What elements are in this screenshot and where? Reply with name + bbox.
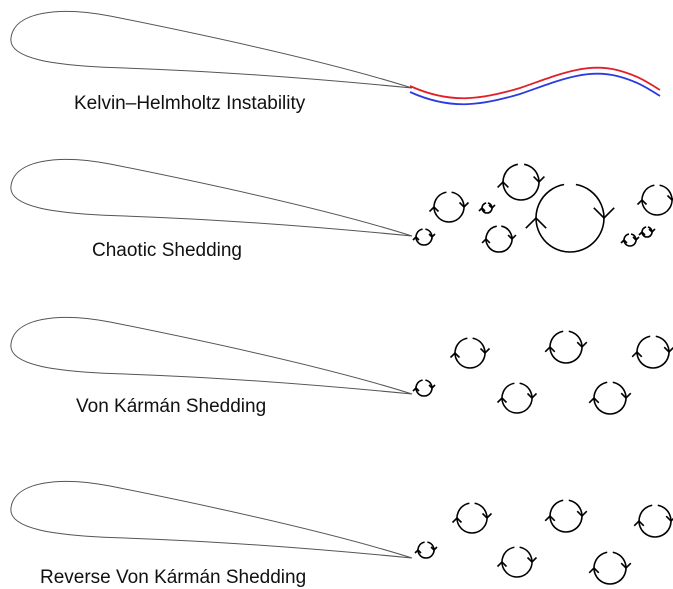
vortex [525, 183, 615, 253]
vortex-ring [502, 163, 540, 201]
rotation-arrow [636, 198, 648, 206]
rotation-arrow [588, 566, 600, 574]
vortex [638, 226, 656, 238]
rotation-arrow [525, 216, 547, 229]
rotation-arrow [638, 230, 646, 236]
rotation-arrow [507, 234, 517, 241]
airfoil-outline [10, 10, 413, 89]
airfoil-outline [10, 480, 413, 559]
vortex [544, 499, 588, 533]
airfoil-outline [10, 158, 413, 237]
vortex [588, 551, 632, 585]
vortex-ring [641, 184, 673, 216]
rotation-arrow [544, 345, 556, 353]
rotation-arrow [588, 396, 600, 404]
vortex-ring [636, 335, 670, 369]
rotation-arrow [593, 207, 615, 220]
vortex-ring [623, 233, 637, 247]
vortex [497, 163, 545, 201]
rotation-arrow [576, 341, 588, 349]
rotation-arrow [428, 205, 440, 213]
rotation-arrow [481, 512, 493, 520]
rotation-arrow [496, 560, 508, 568]
rotation-arrow [620, 238, 628, 244]
vortex-ring [417, 541, 435, 559]
rotation-arrow [526, 556, 538, 564]
vortex [428, 191, 470, 223]
rotation-arrow [665, 515, 673, 523]
vortex-ring [485, 225, 513, 253]
vortex [588, 381, 632, 415]
rotation-arrow [479, 347, 491, 355]
rotation-arrow [666, 194, 673, 202]
rotation-arrow [526, 392, 538, 400]
vortex [620, 233, 640, 247]
vortex [496, 546, 538, 578]
rotation-arrow [412, 386, 420, 392]
rotation-arrow [620, 562, 632, 570]
vortex-ring [641, 226, 653, 238]
vortex [412, 228, 436, 246]
rotation-arrow [544, 514, 556, 522]
vortex-ring [549, 330, 583, 364]
vortex [636, 184, 673, 216]
vortex [414, 541, 438, 559]
vortex [412, 379, 436, 397]
vortex-ring [549, 499, 583, 533]
rotation-arrow [451, 516, 463, 524]
vortex [544, 330, 588, 364]
rotation-arrow [633, 519, 645, 527]
rotation-arrow [648, 228, 656, 234]
rotation-arrow [414, 548, 422, 554]
rotation-arrow [430, 546, 438, 552]
vortex [631, 335, 673, 369]
vortex-ring [454, 337, 486, 369]
vortex-ring [481, 202, 493, 214]
label-chaotic-shedding: Chaotic Shedding [92, 240, 242, 261]
rotation-arrow [478, 206, 486, 212]
rotation-arrow [576, 510, 588, 518]
rotation-arrow [449, 351, 461, 359]
rotation-arrow [663, 346, 673, 354]
vortex-ring [456, 502, 488, 534]
shear-layer-upper [409, 66, 661, 100]
rotation-arrow [481, 237, 491, 244]
rotation-arrow [458, 201, 470, 209]
rotation-arrow [497, 180, 509, 188]
label-reverse-von-karman-shedding: Reverse Von Kármán Shedding [40, 567, 306, 588]
rotation-arrow [533, 176, 545, 184]
vortex-ring [593, 381, 627, 415]
vortex-ring [501, 546, 533, 578]
airfoil-outline [10, 316, 413, 395]
rotation-arrow [412, 235, 420, 241]
vortex [633, 504, 673, 538]
vortex-ring [433, 191, 465, 223]
vortex-ring [415, 228, 433, 246]
vortex-ring [535, 183, 605, 253]
rotation-arrow [631, 350, 643, 358]
vortex [451, 502, 493, 534]
vortex-ring [638, 504, 672, 538]
label-kelvin-helmholtz: Kelvin–Helmholtz Instability [74, 93, 306, 114]
shear-layer-lower [409, 72, 661, 106]
label-von-karman-shedding: Von Kármán Shedding [76, 396, 266, 417]
panel-von-karman-shedding: Von Kármán Shedding [10, 316, 673, 417]
vortex [496, 382, 538, 414]
vortex-ring [415, 379, 433, 397]
vortex [478, 202, 496, 214]
vortex [481, 225, 517, 253]
rotation-arrow [488, 204, 496, 210]
rotation-arrow [428, 233, 436, 239]
vortex [449, 337, 491, 369]
panel-reverse-von-karman-shedding: Reverse Von Kármán Shedding [10, 480, 673, 588]
vortex-ring [593, 551, 627, 585]
panel-kelvin-helmholtz: Kelvin–Helmholtz Instability [10, 10, 661, 114]
rotation-arrow [620, 392, 632, 400]
panel-chaotic-shedding: Chaotic Shedding [10, 158, 673, 261]
rotation-arrow [428, 384, 436, 390]
rotation-arrow [496, 396, 508, 404]
vortex-ring [501, 382, 533, 414]
rotation-arrow [632, 236, 640, 242]
